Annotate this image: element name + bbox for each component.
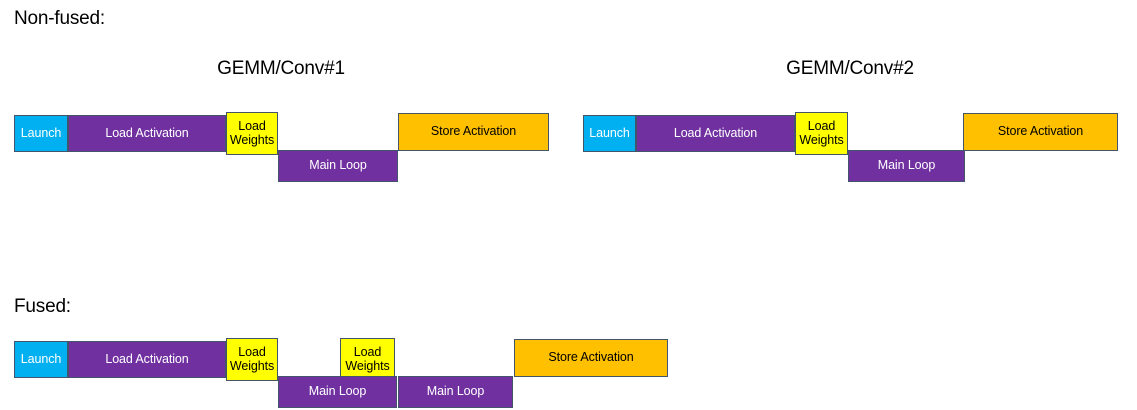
section-label-fused: Fused:	[14, 296, 71, 317]
timeline-bar-load-wt-1: Load Weights	[226, 112, 278, 155]
timeline-bar-store-act-2: Store Activation	[963, 113, 1118, 151]
timeline-bar-load-wt-2: Load Weights	[795, 112, 848, 155]
timeline-bar-store-act-f: Store Activation	[514, 339, 668, 377]
timeline-bar-main-loop-f1: Main Loop	[278, 376, 397, 408]
timeline-bar-load-act-2: Load Activation	[636, 115, 795, 152]
timeline-bar-store-act-1: Store Activation	[398, 113, 549, 151]
group-title-gemm-conv-2: GEMM/Conv#2	[786, 58, 914, 79]
timeline-bar-load-wt-f2: Load Weights	[340, 338, 395, 381]
timeline-bar-launch-f: Launch	[14, 341, 68, 378]
timeline-bar-launch-2: Launch	[583, 115, 636, 152]
timeline-bar-load-wt-f1: Load Weights	[226, 338, 278, 381]
timeline-bar-main-loop-2: Main Loop	[848, 150, 965, 182]
timeline-bar-main-loop-f2: Main Loop	[398, 376, 513, 408]
timeline-bar-launch-1: Launch	[14, 115, 68, 152]
section-label-non-fused: Non-fused:	[14, 8, 105, 29]
timeline-bar-load-act-1: Load Activation	[68, 115, 226, 152]
timeline-bar-main-loop-1: Main Loop	[278, 150, 398, 182]
group-title-gemm-conv-1: GEMM/Conv#1	[217, 58, 345, 79]
timeline-bar-load-act-f: Load Activation	[68, 341, 226, 378]
